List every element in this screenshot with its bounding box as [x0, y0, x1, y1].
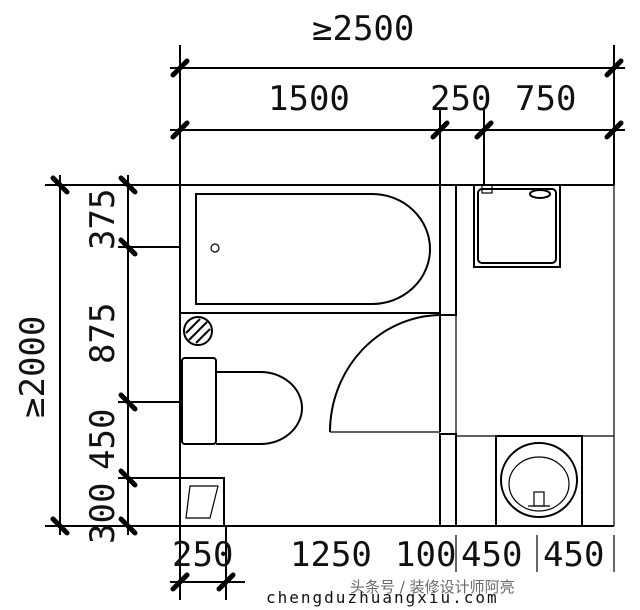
wash-basin [495, 435, 583, 527]
dim-bottom-450a: 450 [461, 535, 522, 575]
washing-machine [473, 184, 561, 268]
dim-top-250: 250 [430, 79, 491, 119]
dim-bottom-1250: 1250 [290, 535, 372, 575]
watermark-domain: chengduzhuangxiu.com [266, 588, 499, 607]
dim-left-total: ≥2000 [13, 316, 53, 418]
partition-wall [439, 184, 457, 527]
room-outline [179, 184, 615, 527]
dim-top-750: 750 [515, 79, 576, 119]
dim-left-450: 450 [83, 409, 123, 470]
dim-left-875: 875 [83, 303, 123, 364]
dim-bottom-450b: 450 [543, 535, 604, 575]
dim-bottom-100: 100 [395, 535, 456, 575]
storage-box [179, 477, 225, 527]
door-swing [329, 314, 441, 433]
left-dimension-lines [45, 175, 180, 536]
floor-drain-icon [183, 316, 213, 346]
bathtub [179, 184, 441, 314]
dim-bottom-250: 250 [172, 535, 233, 575]
dim-top-1500: 1500 [268, 79, 350, 119]
dim-left-375: 375 [83, 189, 123, 250]
bottom-dimension-lines [170, 526, 615, 600]
toilet [181, 357, 303, 445]
dim-left-300: 300 [83, 483, 123, 544]
bathtub-drain-icon [210, 243, 220, 253]
dim-top-total: ≥2500 [312, 9, 414, 49]
watermark-overlay: 头条号 / 装修设计师阿亮 [350, 578, 515, 596]
